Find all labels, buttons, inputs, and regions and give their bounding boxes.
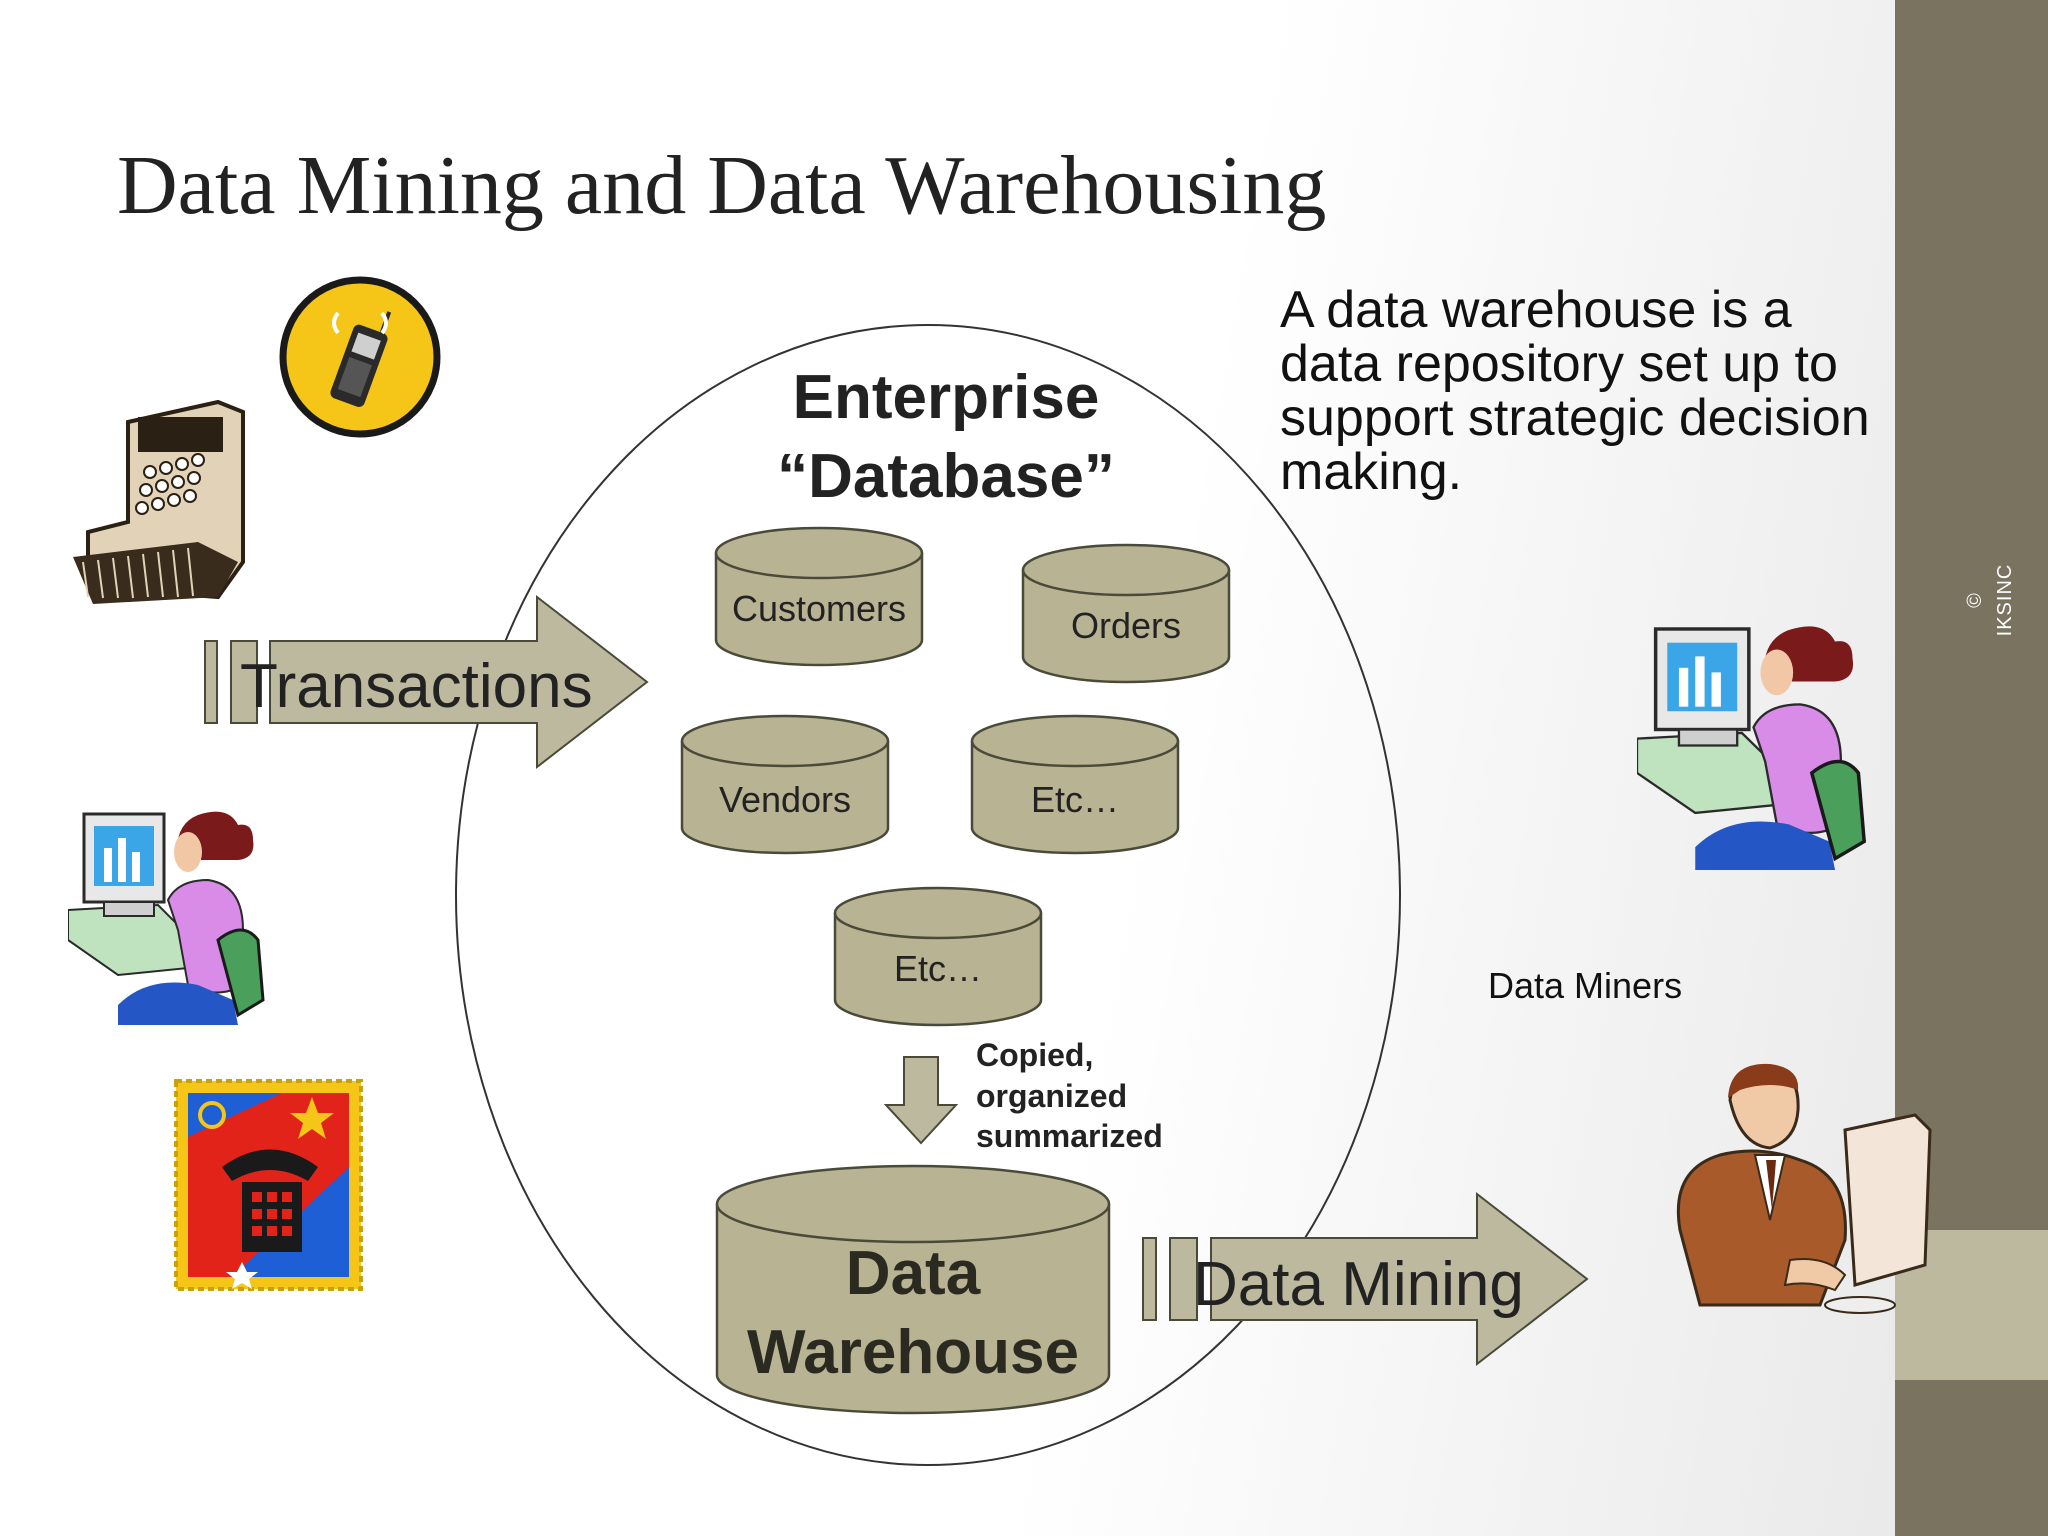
- enterprise-database-oval: [455, 324, 1401, 1466]
- data-miner-woman-icon: [1637, 626, 1867, 870]
- customers-database: Customers: [714, 526, 924, 667]
- warehouse-label-line1: Data: [846, 1239, 981, 1308]
- vendors-label: Vendors: [719, 779, 851, 820]
- slide-title: Data Mining and Data Warehousing: [117, 139, 1327, 232]
- enterprise-title-line1: Enterprise: [793, 363, 1100, 432]
- data-warehouse-cylinder: Data Warehouse: [715, 1164, 1111, 1415]
- transactions-arrow: Transactions: [204, 594, 649, 770]
- copy-note-line1: Copied,: [976, 1037, 1093, 1073]
- woman-at-computer-icon: [68, 811, 265, 1025]
- transactions-label: Transactions: [240, 652, 593, 721]
- data-mining-label: Data Mining: [1193, 1250, 1524, 1319]
- copy-down-arrow: [883, 1056, 959, 1145]
- warehouse-description: A data warehouse is a data repository se…: [1280, 281, 1870, 501]
- etc-label-1: Etc…: [1031, 779, 1119, 820]
- orders-label: Orders: [1071, 605, 1181, 646]
- cell-phone-icon: [279, 276, 441, 438]
- data-mining-arrow: Data Mining: [1142, 1191, 1589, 1367]
- copy-note-line3: summarized: [976, 1118, 1163, 1154]
- cash-register-icon: [73, 399, 245, 604]
- data-miners-label: Data Miners: [1488, 965, 1683, 1006]
- telephone-stamp-icon: [174, 1079, 363, 1291]
- vendors-database: Vendors: [680, 714, 890, 855]
- orders-database: Orders: [1021, 543, 1231, 684]
- copy-note-line2: organized: [976, 1078, 1127, 1114]
- man-at-computer-icon: [1676, 1063, 1932, 1314]
- warehouse-label-line2: Warehouse: [747, 1318, 1079, 1387]
- etc-database-2: Etc…: [833, 886, 1043, 1027]
- customers-label: Customers: [732, 588, 906, 629]
- enterprise-title-line2: “Database”: [777, 442, 1115, 511]
- etc-database-1: Etc…: [970, 714, 1180, 855]
- etc-label-2: Etc…: [894, 948, 982, 989]
